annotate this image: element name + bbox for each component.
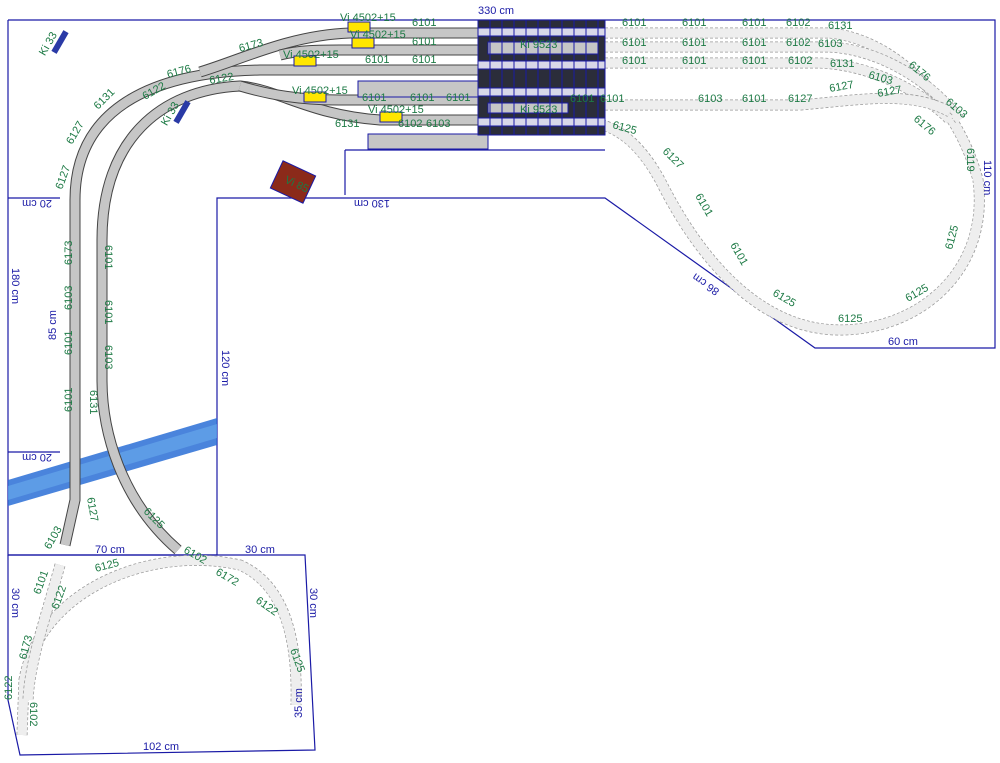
- laid-tracks: [59, 27, 489, 555]
- track-piece-label: 6102: [786, 37, 810, 49]
- dim-right-bottom: 60 cm: [888, 336, 918, 348]
- track-piece-label: 6101: [742, 17, 766, 29]
- track-piece-label: 6176: [911, 113, 937, 138]
- track-piece-label: 6103: [867, 69, 894, 87]
- track-piece-label: 6131: [828, 20, 852, 32]
- track-piece-label: 6103: [426, 118, 450, 130]
- track-piece-label: 6122: [141, 80, 168, 103]
- signals: Vi 4502+15 Vi 4502+15 Vi 4502+15 Vi 4502…: [283, 12, 557, 123]
- track-piece-label: 6131: [335, 118, 359, 130]
- track-piece-label: 6101: [622, 17, 646, 29]
- track-piece-label: 6102: [27, 702, 39, 726]
- dim-right: 110 cm: [981, 160, 993, 195]
- track-piece-label: 6101: [742, 37, 766, 49]
- station-label: Ki 9523: [520, 39, 557, 51]
- track-piece-label: 6127: [788, 93, 812, 105]
- track-piece-label: 6122: [208, 71, 234, 87]
- planned-tracks: [16, 27, 985, 736]
- track-piece-label: 6101: [600, 93, 624, 105]
- room-outline: [7, 19, 996, 756]
- signal-label: Vi 4502+15: [340, 12, 396, 24]
- dim-bottom: 102 cm: [143, 741, 179, 753]
- track-piece-label: 6101: [682, 17, 706, 29]
- house: Vi 85: [269, 160, 317, 204]
- signal-label: Vi 4502+15: [350, 29, 406, 41]
- dim-left-inner: 85 cm: [47, 310, 59, 340]
- track-piece-label: 6103: [698, 93, 722, 105]
- track-piece-label: 6101: [692, 192, 715, 219]
- track-piece-label: 6103: [63, 286, 75, 310]
- track-piece-label: 6101: [412, 17, 436, 29]
- track-piece-label: 6172: [214, 566, 241, 589]
- track-piece-label: 6101: [727, 241, 750, 268]
- track-piece-label: 6101: [63, 331, 75, 355]
- track-piece-label: 6101: [362, 92, 386, 104]
- track-piece-label: 6125: [838, 313, 862, 325]
- dim-left-tick-upper: 20 cm: [22, 197, 52, 209]
- track-piece-label: 6101: [365, 54, 389, 66]
- track-piece-label: 6102: [786, 17, 810, 29]
- track-piece-label: 6125: [771, 287, 798, 310]
- track-piece-label: 6131: [87, 390, 99, 414]
- track-piece-label: 6101: [412, 36, 436, 48]
- dim-top: 330 cm: [478, 5, 514, 17]
- signal-label: Vi 4502+15: [292, 85, 348, 97]
- track-piece-label: 6102: [398, 118, 422, 130]
- dim-bottom-right-upper: 30 cm: [307, 588, 319, 618]
- track-piece-label: 6101: [570, 93, 594, 105]
- dim-inner-top: 130 cm: [354, 197, 390, 209]
- dim-left: 180 cm: [9, 268, 21, 304]
- dim-inner-vertical: 120 cm: [219, 350, 231, 386]
- dim-left-tick-lower: 20 cm: [22, 451, 52, 463]
- track-piece-label: 6101: [742, 93, 766, 105]
- dim-bottom-right-lower: 35 cm: [293, 688, 305, 718]
- track-piece-label: 6127: [828, 79, 854, 95]
- track-piece-label: 6127: [876, 84, 902, 100]
- track-piece-label: 6101: [742, 55, 766, 67]
- track-piece-label: 6102: [788, 55, 812, 67]
- track-piece-label: 6122: [3, 676, 15, 700]
- track-piece-label: 6101: [622, 37, 646, 49]
- dim-bottom-top-right: 30 cm: [245, 544, 275, 556]
- track-piece-label: 6103: [818, 38, 842, 50]
- track-piece-label: 6101: [412, 54, 436, 66]
- track-piece-label: 6101: [410, 92, 434, 104]
- track-piece-label: 6127: [84, 496, 100, 522]
- track-piece-label: 6119: [964, 148, 976, 172]
- track-piece-label: 6103: [102, 345, 114, 369]
- track-piece-label: 6101: [102, 300, 114, 324]
- track-piece-label: 6101: [682, 55, 706, 67]
- track-piece-label: 6101: [622, 55, 646, 67]
- track-piece-label: 6101: [102, 245, 114, 269]
- track-piece-label: 6101: [446, 92, 470, 104]
- track-piece-label: 6101: [63, 388, 75, 412]
- signal-label: Vi 4502+15: [368, 104, 424, 116]
- dim-bottom-left: 30 cm: [9, 588, 21, 618]
- track-piece-label: 6101: [682, 37, 706, 49]
- track-piece-label: 6127: [660, 146, 686, 172]
- station-label: Ki 9523: [520, 104, 557, 116]
- station-building: [477, 19, 606, 136]
- track-piece-label: 6131: [830, 58, 854, 70]
- dim-bottom-top-left: 70 cm: [95, 544, 125, 556]
- crane-1: Ki 33: [37, 30, 69, 58]
- track-piece-label: 6173: [63, 241, 75, 265]
- signal-label: Vi 4502+15: [283, 49, 339, 61]
- track-piece-label: 6125: [943, 224, 961, 251]
